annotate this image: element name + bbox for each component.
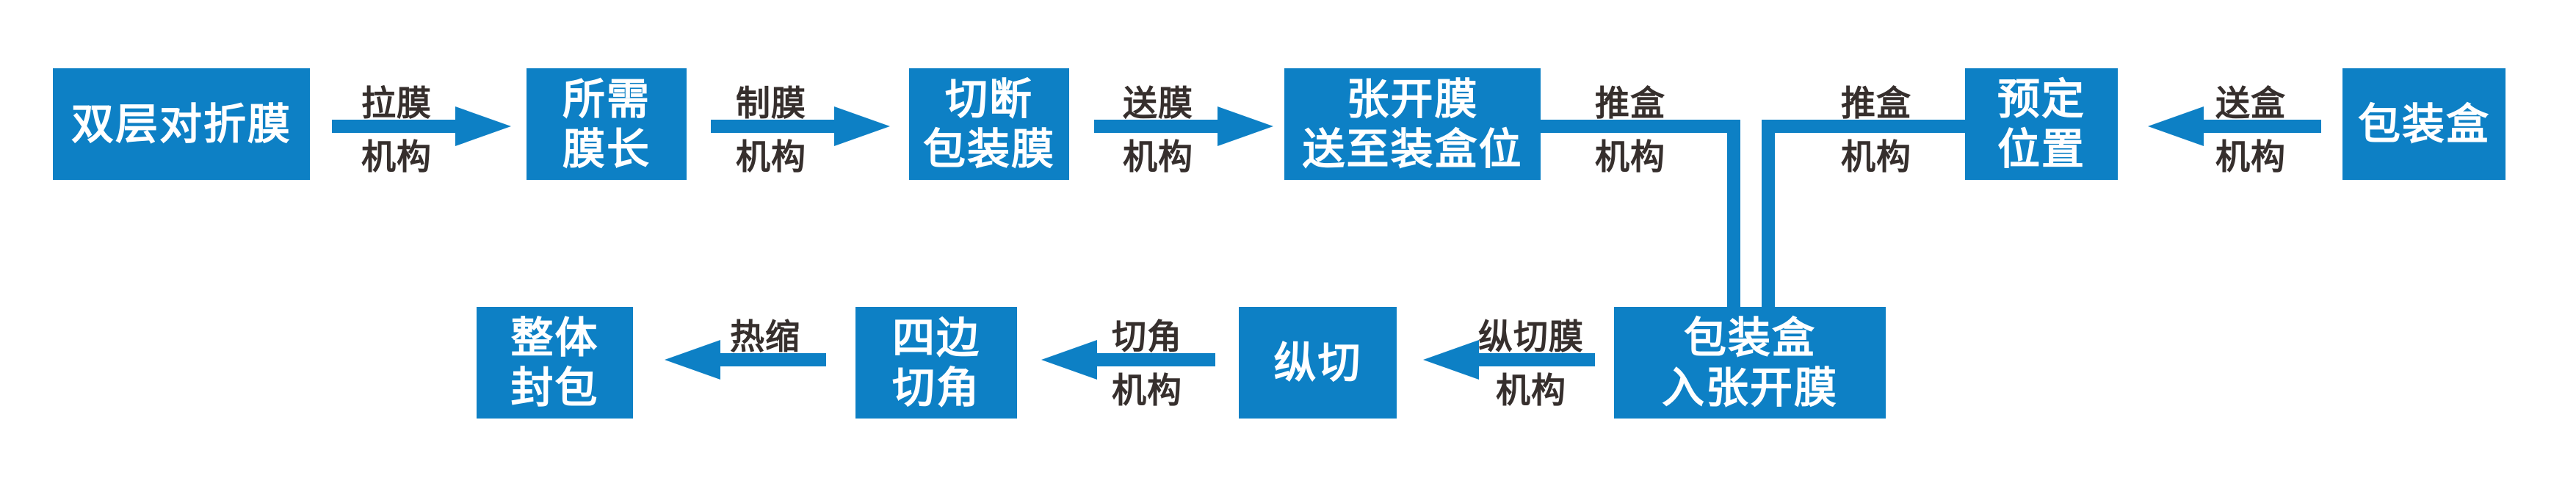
label-line1: 送盒 [2215,84,2286,124]
label-line2: 机构 [1123,137,1193,178]
node-label-line2: 入张开膜 [1661,363,1838,413]
connector-push-box-right-vertical [1762,120,1775,307]
arrow-film-making-shaft [711,120,837,133]
connector-push-box-left-horizontal [1541,120,1740,133]
label-line2: 机构 [2215,137,2286,178]
node-label-line2: 膜长 [562,124,651,174]
arrow-longitudinal-film-cut-shaft [1476,353,1595,366]
arrow-box-feeding-head-icon [2148,106,2204,146]
label-line2: 机构 [736,137,806,178]
node-label-line2: 封包 [510,363,599,413]
label-line1: 送膜 [1123,84,1193,124]
label-corner-cut-mechanism: 切角 机构 [1052,311,1242,418]
arrow-box-feeding-shaft [2201,120,2321,133]
node-four-edge-corner-cut: 四边 切角 [855,307,1017,419]
label-line2: 机构 [361,137,432,178]
node-label-line1: 预定 [1997,74,2085,124]
node-label-line2: 位置 [1997,124,2085,174]
label-line1: 制膜 [736,84,806,124]
label-line1: 热缩 [730,317,800,358]
label-line1: 推盒 [1841,84,1911,124]
label-line2: 机构 [1496,371,1566,411]
node-label-line1: 四边 [891,313,980,363]
node-required-film-length: 所需 膜长 [527,68,687,180]
node-label: 包装盒 [2357,99,2490,149]
label-line1: 推盒 [1595,84,1665,124]
label-line2: 机构 [1841,137,1911,178]
node-packaging-box: 包装盒 [2342,68,2506,180]
label-push-box-mechanism-left: 推盒 机构 [1535,77,1726,184]
node-double-fold-film: 双层对折膜 [53,68,310,180]
label-film-making-mechanism: 制膜 机构 [676,77,866,184]
arrow-film-feeding-head-icon [1218,106,1273,146]
node-label-line1: 切断 [944,74,1033,124]
node-label-line2: 包装膜 [922,124,1055,174]
node-preset-position: 预定 位置 [1965,68,2118,180]
label-line1: 切角 [1112,317,1182,358]
node-label-line2: 送至装盒位 [1302,124,1523,174]
node-label-line1: 所需 [562,74,651,124]
label-film-feeding-mechanism: 送膜 机构 [1063,77,1253,184]
node-label-line1: 张开膜 [1346,74,1479,124]
arrow-corner-cut-head-icon [1041,340,1097,380]
node-label-line2: 切角 [891,363,980,413]
label-line2: 机构 [1112,371,1182,411]
node-overall-sealing: 整体 封包 [477,307,633,419]
node-cut-packaging-film: 切断 包装膜 [909,68,1069,180]
label-line1: 拉膜 [361,84,432,124]
node-longitudinal-cut: 纵切 [1239,307,1397,419]
label-push-box-mechanism-right: 推盒 机构 [1781,77,1972,184]
connector-push-box-right-horizontal [1762,120,1965,133]
node-label-line1: 整体 [510,313,599,363]
label-box-feeding-mechanism: 送盒 机构 [2155,77,2346,184]
node-box-into-opened-film: 包装盒 入张开膜 [1614,307,1886,419]
arrow-longitudinal-film-cut-head-icon [1423,340,1479,380]
label-longitudinal-film-cut-mechanism: 纵切膜 机构 [1436,311,1627,418]
arrow-pull-film-head-icon [455,106,511,146]
node-label-line1: 包装盒 [1683,313,1816,363]
connector-push-box-left-vertical [1727,120,1740,307]
label-line1: 纵切膜 [1478,317,1584,358]
arrow-heat-shrink-shaft [717,353,826,366]
label-line2: 机构 [1595,137,1665,178]
arrow-film-making-head-icon [834,106,890,146]
label-pull-film-mechanism: 拉膜 机构 [301,77,492,184]
node-open-film-to-boxing-position: 张开膜 送至装盒位 [1284,68,1541,180]
arrow-corner-cut-shaft [1094,353,1215,366]
node-label: 纵切 [1273,338,1362,388]
arrow-heat-shrink-head-icon [665,340,720,380]
arrow-pull-film-shaft [332,120,458,133]
label-heat-shrink: 热缩 [670,311,861,364]
node-label: 双层对折膜 [70,99,292,149]
arrow-film-feeding-shaft [1094,120,1220,133]
